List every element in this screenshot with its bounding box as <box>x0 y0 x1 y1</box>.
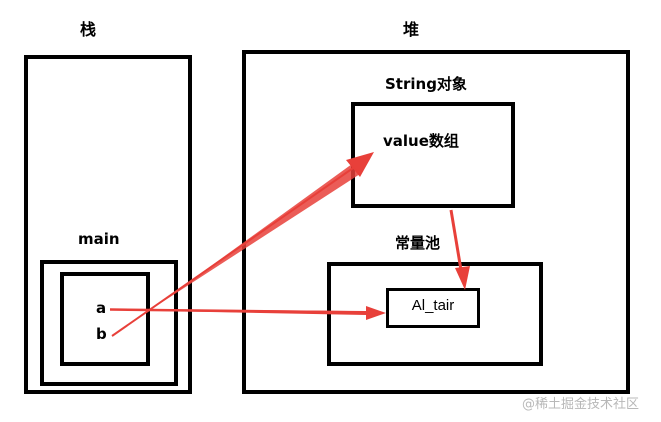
value-array-label: value数组 <box>383 132 459 150</box>
arrow-value-array-to-pool-value-head <box>455 266 470 290</box>
main-frame-box <box>40 260 178 386</box>
heap-box <box>242 50 630 394</box>
stack-label: 栈 <box>80 20 97 39</box>
arrow-a-to-pool-value-shaft <box>109 308 371 314</box>
arrow-b-to-value-array-head <box>346 152 374 177</box>
pool-value-text: Al_tair <box>411 297 455 314</box>
main-label: main <box>78 230 120 248</box>
constant-pool-label: 常量池 <box>395 234 441 252</box>
watermark: @稀土掘金技术社区 <box>522 397 640 412</box>
variable-a-label: a <box>96 299 107 317</box>
variable-b-label: b <box>96 325 107 343</box>
heap-label: 堆 <box>403 20 420 39</box>
stack-box <box>24 55 192 394</box>
string-object-box <box>351 102 515 208</box>
arrow-value-array-to-pool-value-shaft <box>449 209 463 271</box>
arrow-b-to-value-array-wedge <box>150 164 360 310</box>
string-object-label: String对象 <box>385 75 467 93</box>
pool-value-box <box>386 288 480 328</box>
variables-box <box>60 272 150 366</box>
